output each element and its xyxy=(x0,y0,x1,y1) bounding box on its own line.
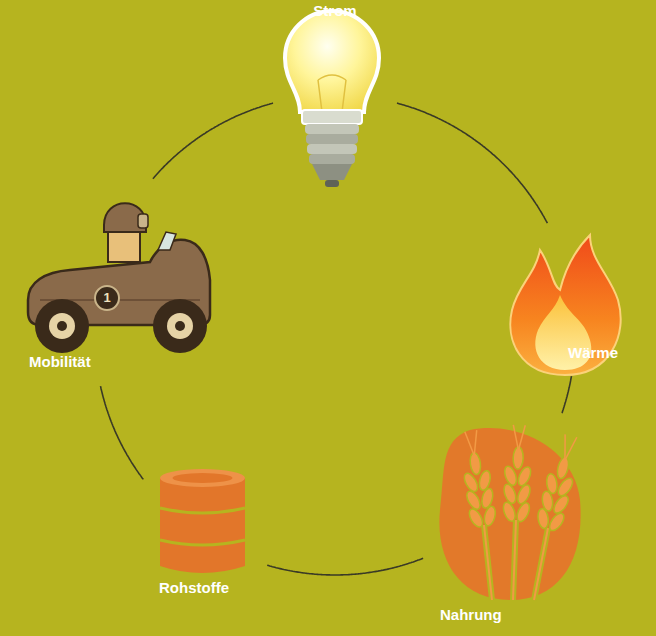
icon-node: Wärme xyxy=(500,230,645,370)
icon-node: Strom xyxy=(280,0,390,200)
node-label: Mobilität xyxy=(29,353,91,371)
node-label: Wärme xyxy=(568,344,618,362)
connector-arc xyxy=(397,103,547,223)
connector-arc xyxy=(101,386,144,479)
connector-arc xyxy=(267,558,423,575)
flame-icon xyxy=(510,235,620,375)
race-car xyxy=(28,203,210,353)
icon-node: Rohstoffe xyxy=(150,465,260,605)
callout-number: 1 xyxy=(100,290,114,306)
light-bulb xyxy=(285,11,379,187)
barrel-icon xyxy=(160,469,245,573)
node-label: Strom xyxy=(280,2,390,20)
node-label: Nahrung xyxy=(440,606,502,624)
node-label: Rohstoffe xyxy=(159,579,229,597)
connector-arc xyxy=(153,103,273,179)
icon-node: Mobilität xyxy=(20,185,215,380)
connector-arc xyxy=(562,376,572,413)
wheat-icon xyxy=(439,425,586,600)
icon-node: Nahrung xyxy=(430,420,585,630)
